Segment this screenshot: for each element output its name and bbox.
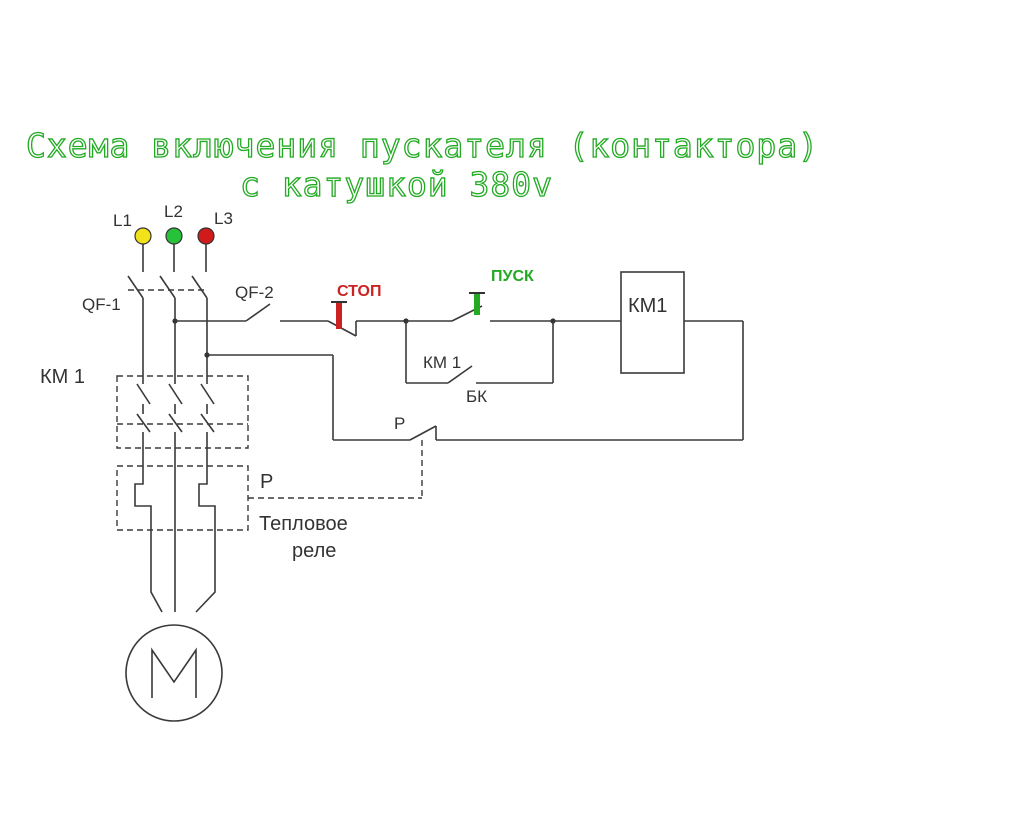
thermal-element-l3 (198, 466, 216, 530)
aux-contact-km1 (447, 365, 473, 384)
start-button-icon (474, 293, 480, 315)
diagram-title-line-1: Схема включения пускателя (контактора) (26, 126, 819, 165)
control-circuit: QF-2 СТОП ПУСК КМ1 КМ 1 БК (175, 268, 744, 498)
power-lines (142, 244, 207, 272)
phase-l3-label: L3 (214, 209, 233, 228)
motor-icon (125, 624, 223, 722)
qf1-label: QF-1 (82, 295, 121, 314)
diagram-title-line-2: с катушкой 380v (240, 165, 553, 204)
main-breaker-qf1: QF-1 (82, 275, 208, 378)
phase-l2-lamp-icon (165, 227, 183, 245)
contactor-label: КМ 1 (40, 366, 85, 388)
relay-contact-p (409, 425, 437, 441)
contactor-km1-contacts-lower (136, 413, 215, 433)
thermal-relay-text-1: Тепловое (259, 513, 348, 535)
aux-contact-label: КМ 1 (423, 353, 461, 372)
phase-l2-label: L2 (164, 202, 183, 221)
stop-button-icon (336, 303, 342, 329)
phase-l1-lamp-icon (134, 227, 152, 245)
qf1-contacts (127, 275, 208, 299)
motor-letter-m (151, 647, 197, 698)
relay-contact-label: Р (394, 414, 405, 433)
contactor-coil-km1 (620, 271, 685, 374)
phase-l1-label: L1 (113, 211, 132, 230)
thermal-relay-text-2: реле (292, 540, 336, 562)
stop-label: СТОП (337, 283, 381, 300)
contactor-km1: КМ 1 (40, 366, 249, 466)
thermal-relay: Р Тепловое реле (116, 465, 422, 562)
contactor-km1-contacts-upper (136, 383, 215, 405)
aux-contact-sublabel: БК (466, 387, 487, 406)
thermal-element-l1 (134, 466, 152, 530)
coil-label: КМ1 (628, 295, 667, 317)
phase-indicators: L1 L2 L3 (113, 202, 233, 245)
thermal-relay-label: Р (260, 471, 273, 493)
phase-l3-lamp-icon (197, 227, 215, 245)
qf2-contact (245, 303, 271, 322)
contactor-km1-frame (116, 375, 249, 449)
start-label: ПУСК (491, 268, 534, 285)
qf2-label: QF-2 (235, 283, 274, 302)
thermal-relay-frame (116, 465, 249, 531)
motor: М (125, 530, 223, 722)
